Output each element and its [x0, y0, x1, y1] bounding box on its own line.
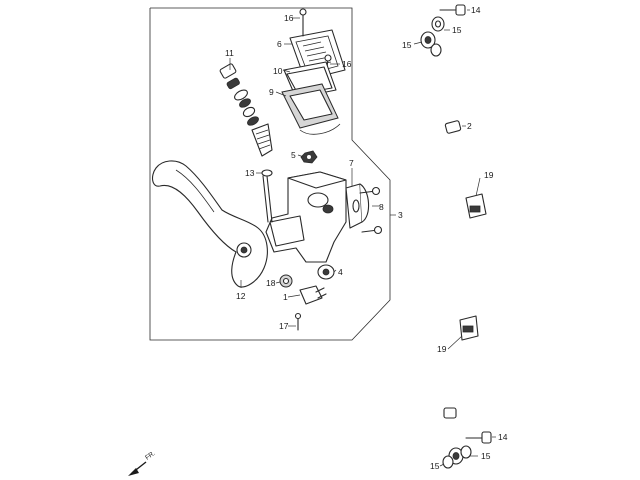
callout-8: 8 [379, 202, 384, 212]
callout-17: 17 [279, 321, 289, 331]
lower-sealing-washer-a [442, 455, 454, 469]
callout-9: 9 [269, 87, 274, 97]
brake-light-switch [299, 285, 327, 305]
callout-16: 16 [342, 59, 352, 69]
hose-clamp-lower [459, 315, 479, 341]
upper-banjo [420, 31, 436, 49]
brake-hose [431, 37, 485, 458]
hose-clamp-upper [465, 193, 487, 219]
reservoir-diaphragm [281, 83, 341, 135]
lower-sealing-washer-b [460, 445, 472, 459]
assembly-group-outline [149, 7, 396, 341]
master-cylinder-body [265, 171, 347, 280]
leader-lines [229, 9, 496, 467]
callout-5: 5 [291, 150, 296, 160]
pivot-bolt [261, 169, 273, 223]
upper-sealing-washer-a [431, 16, 445, 32]
lower-banjo-bolt [465, 431, 492, 444]
mirror-holder [345, 183, 370, 229]
callout-14: 14 [498, 432, 508, 442]
callout-14: 14 [471, 5, 481, 15]
direction-arrow-icon [128, 461, 147, 476]
callout-4: 4 [338, 267, 343, 277]
callout-15: 15 [481, 451, 491, 461]
callout-15: 15 [430, 461, 440, 471]
nut [300, 150, 318, 164]
callout-2: 2 [467, 121, 472, 131]
holder-bolt-lower [361, 225, 383, 235]
callout-12: 12 [236, 291, 246, 301]
callout-18: 18 [266, 278, 276, 288]
callout-16: 16 [284, 13, 294, 23]
callout-3: 3 [398, 210, 403, 220]
brake-lever [151, 160, 268, 288]
callout-10: 10 [273, 66, 283, 76]
callout-7: 7 [349, 158, 354, 168]
upper-sealing-washer-b [430, 43, 442, 57]
cap-screw-top [299, 8, 307, 37]
switch-screw [294, 312, 302, 331]
callouts: 16 6 16 10 9 11 5 7 13 8 3 4 18 1 12 17 … [225, 5, 508, 471]
callout-15: 15 [452, 25, 462, 35]
direction-label: FR. [144, 450, 157, 462]
washer [279, 274, 293, 288]
callout-19: 19 [484, 170, 494, 180]
upper-banjo-bolt [439, 4, 466, 16]
callout-11: 11 [225, 48, 234, 58]
callout-1: 1 [283, 292, 288, 302]
piston-set [219, 63, 273, 157]
callout-19: 19 [437, 344, 447, 354]
callout-6: 6 [277, 39, 282, 49]
callout-13: 13 [245, 168, 255, 178]
callout-15: 15 [402, 40, 412, 50]
holder-bolt-upper [359, 186, 381, 196]
